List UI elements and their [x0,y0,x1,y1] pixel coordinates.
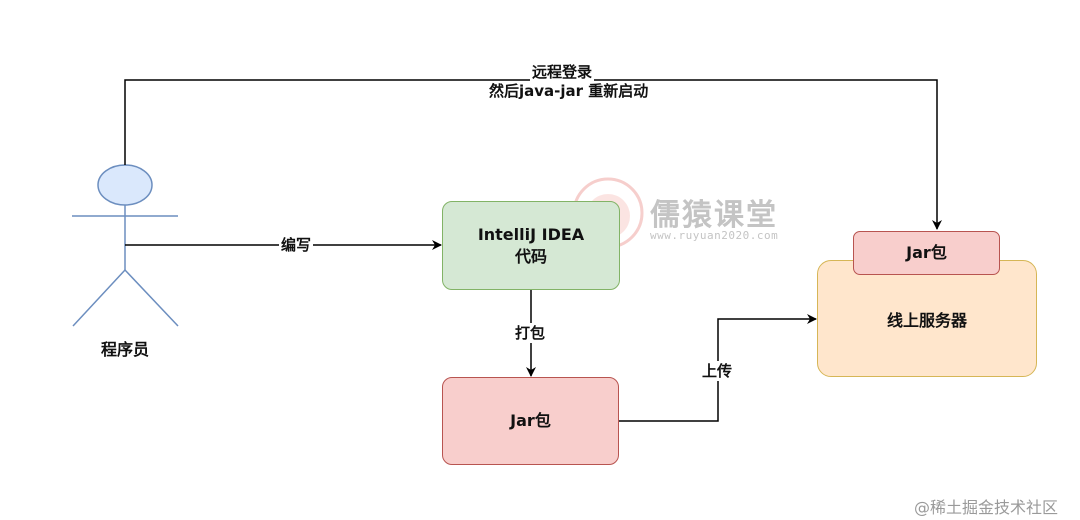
ide-label-line2: 代码 [514,246,547,266]
server-jar-label: Jar包 [906,243,947,262]
edge-label-package: 打包 [513,323,548,343]
edge-label-remote-line1: 远程登录 [530,63,595,81]
server-box: 线上服务器 [817,260,1037,377]
watermark-brand: 儒猿课堂 [650,198,778,233]
jar-label: Jar包 [510,411,551,430]
server-label: 线上服务器 [886,310,967,330]
server-jar-box: Jar包 [853,231,1000,275]
actor-label: 程序员 [101,340,150,359]
edge-label-upload: 上传 [700,361,735,381]
ide-label-line1: IntelliJ IDEA [477,224,585,244]
watermark-url: www.ruyuan2020.com [650,229,779,242]
programmer-actor-icon [72,164,179,327]
footer-watermark: @稀土掘金技术社区 [914,498,1059,517]
jar-box: Jar包 [442,377,619,465]
ide-box: IntelliJ IDEA 代码 [442,201,620,290]
edge-label-remote-line2: 然后java-jar 重新启动 [487,82,651,100]
edge-label-write: 编写 [279,236,314,254]
